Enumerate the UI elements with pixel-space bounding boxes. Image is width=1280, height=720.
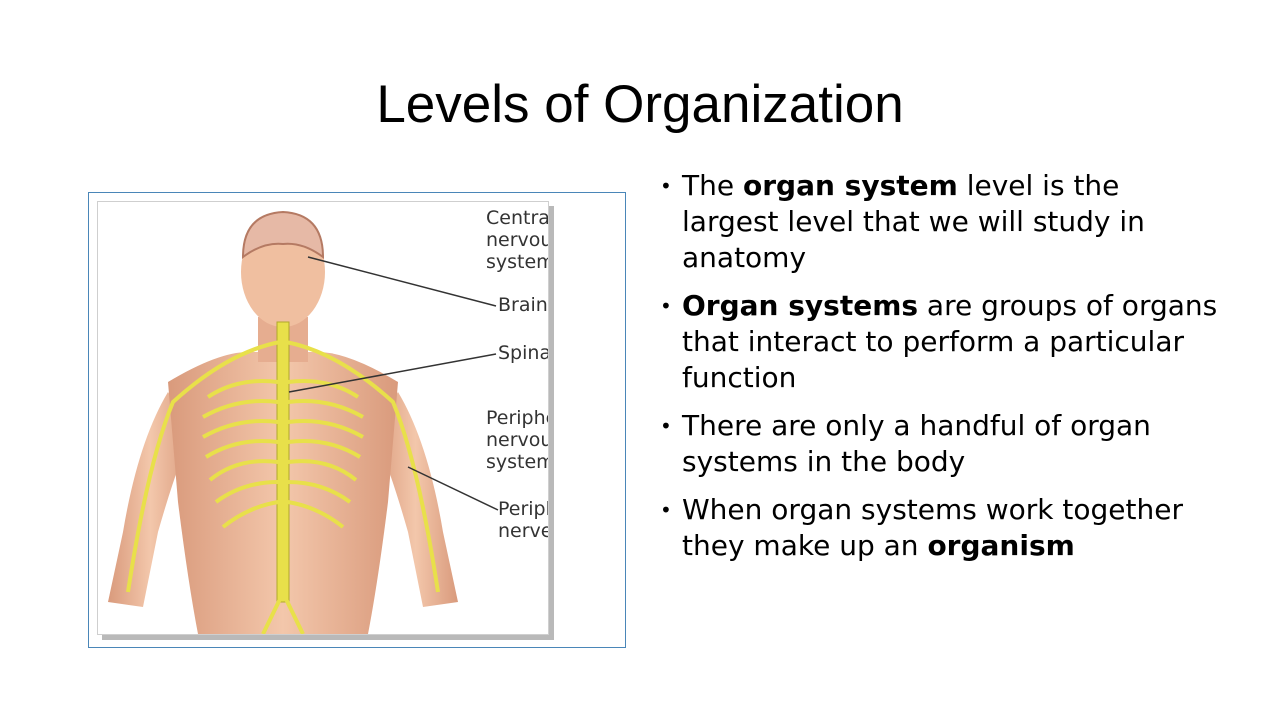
bullet-text: level is the largest level that we will … (682, 169, 1145, 274)
label-spinal-cord: Spinal cord (498, 342, 548, 364)
spinal-cord-icon (276, 321, 290, 603)
bullet-dot-icon: • (660, 174, 672, 198)
slide-title: Levels of Organization (376, 75, 904, 134)
bullet-bold-text: organism (927, 529, 1075, 562)
body-illustration (108, 210, 499, 634)
bullet-dot-icon: • (660, 498, 672, 522)
bullet-dot-icon: • (660, 414, 672, 438)
leader-lines (288, 256, 499, 511)
bullet-list: • The organ system level is the largest l… (660, 168, 1220, 576)
bullet-text: are groups of organs that interact to pe… (682, 289, 1218, 394)
right-arm (373, 392, 458, 607)
bullet-text: When organ systems work together they ma… (682, 493, 1183, 562)
brain-icon (241, 210, 325, 260)
bullet-bold-text: Organ systems (682, 289, 919, 322)
label-peripheral-nerve: Peripheral nerve (498, 498, 549, 542)
left-arm (108, 392, 193, 607)
peripheral-nerves-icon (126, 340, 440, 634)
bullet-text: The (682, 169, 743, 202)
bullet-dot-icon: • (660, 294, 672, 318)
bullet-bold-text: organ system (742, 169, 958, 202)
figure-panel: Central nervous system Brain Spinal cord… (97, 201, 549, 635)
bullet-item: • There are only a handful of organ syste… (660, 408, 1220, 480)
label-brain: Brain (498, 294, 548, 316)
label-central-nervous-system: Central nervous system (486, 207, 549, 273)
nervous-system-figure: Central nervous system Brain Spinal cord… (88, 192, 626, 648)
bullet-item: • The organ system level is the largest l… (660, 168, 1220, 276)
bullet-item: • When organ systems work together they m… (660, 492, 1220, 564)
label-peripheral-nervous-system: Peripheral nervous system (486, 407, 549, 473)
bullet-text: There are only a handful of organ system… (682, 409, 1151, 478)
bullet-item: • Organ systems are groups of organs that… (660, 288, 1220, 396)
